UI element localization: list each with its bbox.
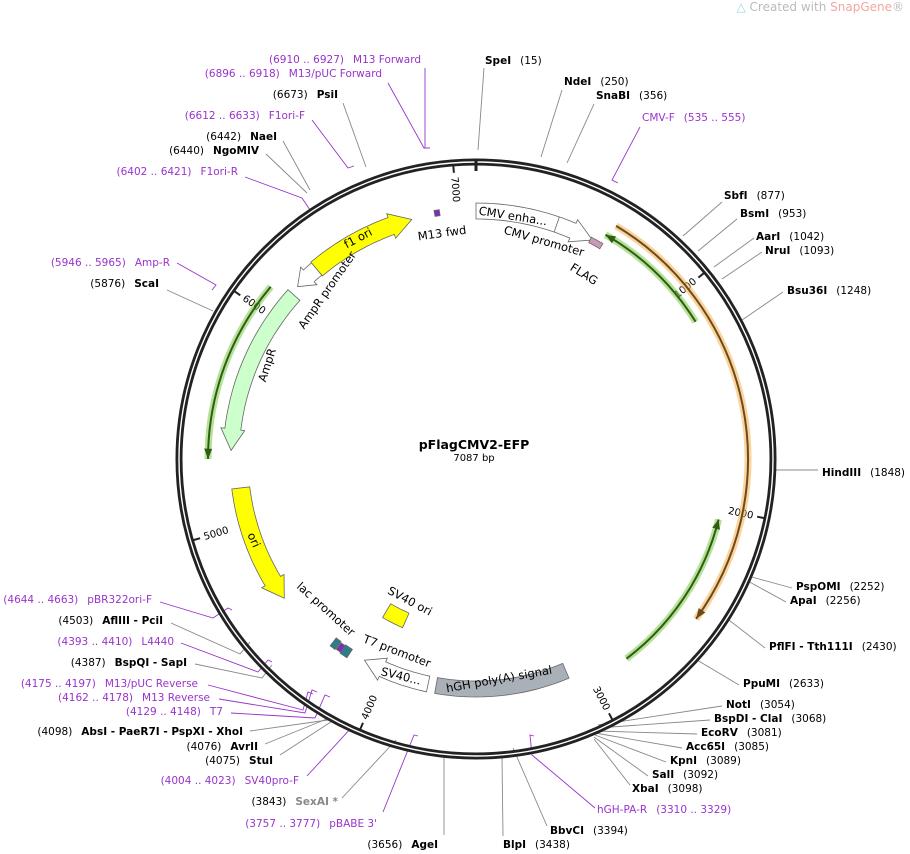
efp-orf-arc-arrowhead: [696, 608, 706, 619]
site-avrii[interactable]: (4076)AvrII: [186, 741, 258, 753]
site-ppumi[interactable]: PpuMI(2633): [743, 678, 824, 690]
site-sexai[interactable]: (3843)SexAI *: [251, 796, 338, 808]
orf-arc-1-arrowhead: [605, 234, 617, 244]
site-pspomi[interactable]: PspOMI(2252): [796, 581, 885, 593]
tick-mark: [608, 712, 614, 720]
site-naei[interactable]: (6442)NaeI: [206, 131, 277, 143]
site-blpi[interactable]: BlpI(3438): [503, 839, 570, 851]
sv40-ori-feature: [382, 603, 410, 629]
m13-rev-feature: [335, 642, 346, 653]
cap-site-feature: [329, 637, 342, 651]
site-scai[interactable]: (5876)ScaI: [90, 278, 159, 290]
tick-mark: [697, 272, 705, 279]
orf-arc-2: [625, 519, 720, 660]
site-agei[interactable]: (3656)AgeI: [367, 839, 438, 851]
ampr-feature: [220, 289, 301, 452]
site-absi-xhoi[interactable]: (4098)AbsI - PaeR7I - PspXI - XhoI: [37, 726, 243, 738]
primer-pbabe-3[interactable]: (3757 .. 3777)pBABE 3': [245, 818, 377, 830]
primer-sv40pro-f[interactable]: (4004 .. 4023)SV40pro-F: [160, 775, 299, 787]
ampr-orf-arc: [207, 286, 272, 460]
primer-f1ori-r[interactable]: (6402 .. 6421)F1ori-R: [116, 166, 238, 178]
tick-label: 4000: [360, 694, 380, 722]
site-spei[interactable]: SpeI(15): [485, 55, 542, 67]
site-sali[interactable]: SalI(3092): [652, 769, 719, 781]
site-hindiii[interactable]: HindIII(1848): [822, 467, 906, 479]
tick-mark: [193, 537, 201, 542]
m13-fwd-feature: [433, 209, 441, 217]
site-afliii-pcii[interactable]: (4503)AflIII - PciI: [58, 615, 163, 627]
site-aari[interactable]: AarI(1042): [756, 231, 825, 243]
primer-cmv-f[interactable]: CMV-F(535 .. 555): [642, 112, 746, 124]
site-stui[interactable]: (4075)StuI: [205, 755, 273, 767]
tick-label: 3000: [590, 685, 612, 713]
site-nrui[interactable]: NruI(1093): [765, 245, 835, 257]
site-noti[interactable]: NotI(3054): [726, 699, 795, 711]
primer-m13-reverse[interactable]: (4162 .. 4178)M13 Reverse: [58, 692, 210, 704]
orf-arc-2-arrowhead: [712, 519, 720, 530]
tick-mark: [233, 290, 241, 297]
tick-label: 5000: [203, 525, 230, 543]
site-bbvci[interactable]: BbvCI(3394): [550, 825, 628, 837]
orf-arc-2-glow: [624, 518, 722, 662]
snapgene-logo-icon: △: [736, 0, 746, 14]
hgh-polya-feature: [434, 662, 570, 698]
tick-mark: [452, 165, 455, 173]
site-kpni[interactable]: KpnI(3089): [670, 755, 741, 767]
snapgene-branding: △ Created with SnapGene®: [736, 0, 904, 14]
flag-feature: [588, 236, 604, 250]
tick-label: 7000: [448, 176, 461, 202]
primer-f1ori-f[interactable]: (6612 .. 6633)F1ori-F: [184, 110, 305, 122]
site-bsmi[interactable]: BsmI(953): [740, 208, 807, 220]
primer-m13-puc-forward[interactable]: (6896 .. 6918)M13/pUC Forward: [204, 68, 382, 80]
site-apai[interactable]: ApaI(2256): [790, 595, 861, 607]
primer-amp-r[interactable]: (5946 .. 5965)Amp-R: [50, 257, 170, 269]
tick-mark: [359, 722, 364, 730]
plasmid-length: 7087 bp: [453, 453, 495, 464]
site-bspdi-clai[interactable]: BspDI - ClaI(3068): [714, 713, 827, 725]
site-snabi[interactable]: SnaBI(356): [596, 90, 668, 102]
site-bspqi-sapi[interactable]: (4387)BspQI - SapI: [70, 657, 187, 669]
ampr-orf-arc-arrowhead: [204, 448, 213, 459]
primer-l4440[interactable]: (4393 .. 4410)L4440: [57, 636, 174, 648]
cmv-divider: [553, 216, 560, 233]
tick-mark: [756, 515, 765, 520]
ori-feature: [231, 486, 285, 599]
site-psii[interactable]: (6673)PsiI: [272, 89, 338, 101]
site-ndei[interactable]: NdeI(250): [564, 76, 629, 88]
site-ecorv[interactable]: EcoRV(3081): [701, 727, 782, 739]
lac-operator-feature: [339, 644, 353, 659]
site-acc65i[interactable]: Acc65I(3085): [686, 741, 770, 753]
orf-arc-1: [604, 233, 697, 323]
site-sbfi[interactable]: SbfI(877): [724, 190, 785, 202]
plasmid-name: pFlagCMV2-EFP: [418, 437, 530, 452]
primer-hgh-pa-r[interactable]: hGH-PA-R(3310 .. 3329): [597, 804, 732, 816]
primer-m13-puc-reverse[interactable]: (4175 .. 4197)M13/pUC Reverse: [20, 678, 198, 690]
efp-orf-arc: [615, 224, 749, 620]
site-ngomiv[interactable]: (6440)NgoMIV: [169, 145, 259, 157]
site-bsu36i[interactable]: Bsu36I(1248): [787, 285, 872, 297]
cmv-enhancer-promoter-feature: [475, 202, 594, 243]
site-pflfi-tth111i[interactable]: PflFI - Tth111I(2430): [769, 641, 897, 653]
ampr-promoter-feature: [297, 262, 323, 288]
primer-m13-forward[interactable]: (6910 .. 6927)M13 Forward: [269, 54, 421, 66]
primer-pbr322ori-f[interactable]: (4644 .. 4663)pBR322ori-F: [3, 594, 152, 606]
f1-ori-feature: [310, 213, 413, 277]
sv40-promoter-feature: [363, 657, 431, 693]
site-xbai[interactable]: XbaI(3098): [632, 783, 703, 795]
primer-t7[interactable]: (4129 .. 4148)T7: [125, 706, 223, 718]
